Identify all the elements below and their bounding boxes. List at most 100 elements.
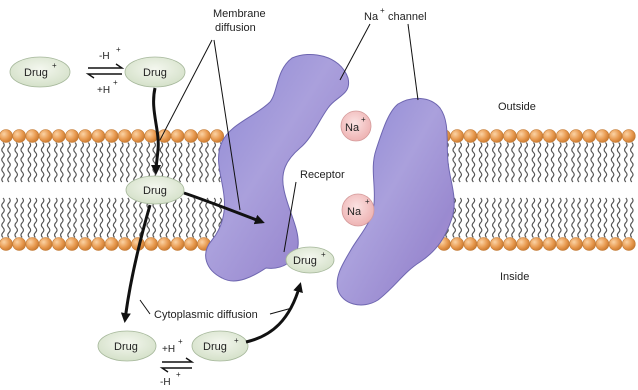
lipid-head	[622, 130, 635, 143]
lipid-tail	[140, 143, 143, 183]
reaction-plus-h-bottom: +H	[162, 344, 175, 355]
svg-text:Na: Na	[345, 122, 360, 134]
lipid-tail	[532, 198, 535, 238]
label-inside: Inside	[500, 271, 529, 283]
lipid-head	[583, 238, 596, 251]
lipid-tail	[28, 143, 31, 183]
lipid-bilayer	[0, 130, 635, 251]
lipid-tail	[100, 143, 103, 183]
label-na-channel-prefix: Na	[364, 11, 379, 23]
lipid-tail	[565, 198, 568, 238]
lipid-head	[105, 130, 118, 143]
lipid-tail	[598, 198, 601, 238]
lipid-tail	[87, 143, 90, 183]
svg-text:Drug: Drug	[293, 255, 317, 267]
lipid-tail	[493, 198, 496, 238]
label-receptor: Receptor	[300, 169, 345, 181]
lipid-tail	[625, 198, 628, 238]
lipid-head	[158, 238, 171, 251]
svg-text:Drug: Drug	[114, 341, 138, 353]
lipid-tail	[100, 198, 103, 238]
lipid-tail	[28, 198, 31, 238]
lipid-head	[66, 238, 79, 251]
lipid-head	[0, 130, 13, 143]
lipid-tail	[94, 198, 97, 238]
leader-membrane-diffusion-a	[160, 40, 212, 140]
label-na-channel-plus: +	[380, 6, 385, 15]
lipid-head	[26, 238, 39, 251]
lipid-tail	[559, 198, 562, 238]
sodium-ion-1: Na +	[341, 111, 371, 141]
lipid-tail	[499, 198, 502, 238]
leader-na-channel-right	[408, 24, 418, 100]
reaction-minus-h-top: -H	[99, 51, 110, 62]
lipid-tail	[466, 143, 469, 183]
lipid-tail	[459, 198, 462, 238]
lipid-tail	[493, 143, 496, 183]
lipid-head	[622, 238, 635, 251]
lipid-tail	[525, 143, 528, 183]
svg-text:+: +	[361, 115, 366, 124]
lipid-head	[504, 130, 517, 143]
lipid-tail	[81, 198, 84, 238]
lipid-head	[583, 130, 596, 143]
lipid-tail	[61, 198, 64, 238]
lipid-head	[464, 130, 477, 143]
lipid-tail	[21, 198, 24, 238]
lipid-head	[198, 130, 211, 143]
lipid-tail	[74, 198, 77, 238]
lipid-tail	[506, 198, 509, 238]
lipid-tail	[538, 143, 541, 183]
lipid-tail	[68, 143, 71, 183]
lipid-tail	[559, 143, 562, 183]
svg-text:+: +	[321, 250, 326, 259]
lipid-tail	[631, 143, 634, 183]
lipid-head	[184, 130, 197, 143]
lipid-head	[530, 238, 543, 251]
lipid-tail	[506, 143, 509, 183]
label-na-channel-suffix: channel	[388, 11, 427, 23]
lipid-tail	[565, 143, 568, 183]
equilibrium-arrows-top	[88, 64, 122, 78]
lipid-tail	[8, 143, 11, 183]
lipid-head	[79, 238, 92, 251]
lipid-tail	[113, 198, 116, 238]
lipid-tail	[94, 143, 97, 183]
lipid-head	[543, 238, 556, 251]
lipid-head	[530, 130, 543, 143]
lipid-tail	[578, 143, 581, 183]
lipid-head	[92, 130, 105, 143]
lipid-head	[171, 130, 184, 143]
lipid-tail	[459, 143, 462, 183]
lipid-head	[477, 130, 490, 143]
lipid-head	[609, 238, 622, 251]
lipid-tail	[611, 143, 614, 183]
lipid-tail	[15, 198, 18, 238]
reaction-minus-h-top-sup: +	[116, 45, 121, 54]
lipid-tail	[206, 198, 209, 238]
sodium-ion-2: Na +	[342, 194, 374, 226]
label-membrane-diffusion-2: diffusion	[215, 22, 256, 34]
lipid-tail	[34, 198, 37, 238]
lipid-tail	[604, 143, 607, 183]
lipid-head	[39, 130, 52, 143]
lipid-tail	[499, 143, 502, 183]
lipid-head	[171, 238, 184, 251]
lipid-tail	[466, 198, 469, 238]
lipid-head	[52, 130, 65, 143]
lipid-head	[66, 130, 79, 143]
lipid-head	[570, 130, 583, 143]
lipid-head	[517, 238, 530, 251]
lipid-tail	[572, 143, 575, 183]
lipid-tail	[187, 143, 190, 183]
lipid-tail	[578, 198, 581, 238]
lipid-tail	[572, 198, 575, 238]
lipid-tail	[604, 198, 607, 238]
lipid-tail	[173, 143, 176, 183]
lipid-tail	[485, 198, 488, 238]
lipid-head	[184, 238, 197, 251]
drug-ion-receptor: Drug +	[286, 247, 334, 273]
lipid-tail	[631, 198, 634, 238]
svg-text:+: +	[234, 336, 239, 345]
